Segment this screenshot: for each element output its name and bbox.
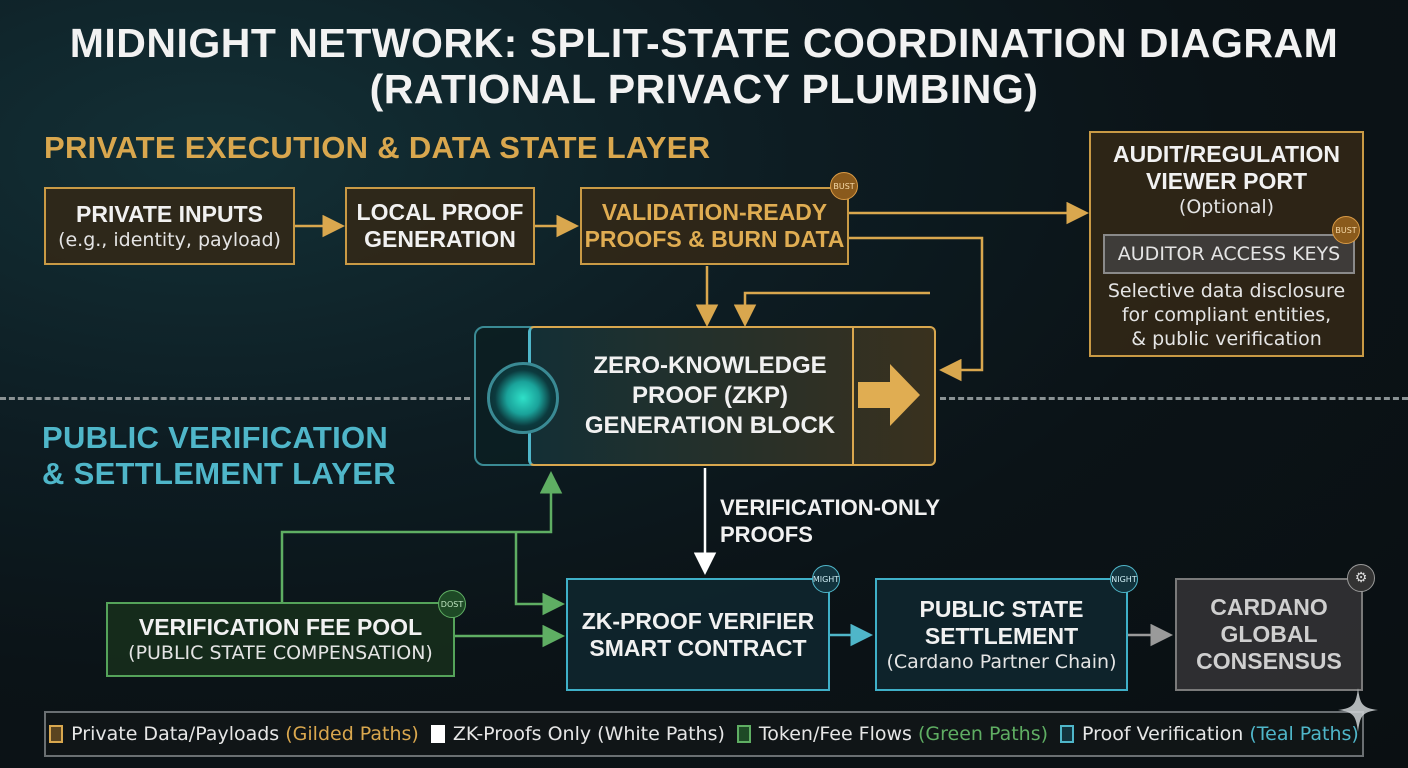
legend-item-token: Token/Fee Flows (Green Paths) bbox=[736, 723, 1049, 745]
layer-divider-left bbox=[0, 397, 470, 400]
zkp-core-icon bbox=[487, 362, 559, 434]
settlement-badge: NIGHT bbox=[1110, 565, 1138, 593]
verification-only-label: VERIFICATION-ONLY PROOFS bbox=[720, 494, 940, 548]
legend-swatch-green bbox=[736, 725, 751, 743]
sparkle-icon bbox=[1338, 688, 1378, 732]
legend-label-token: Token/Fee Flows bbox=[758, 723, 912, 745]
fee-pool-node: VERIFICATION FEE POOL (PUBLIC STATE COMP… bbox=[106, 602, 455, 677]
zkp-output-arrow-icon bbox=[858, 364, 920, 426]
fee-pool-title: VERIFICATION FEE POOL bbox=[138, 614, 423, 640]
legend-item-verification: Proof Verification (Teal Paths) bbox=[1060, 723, 1359, 745]
validation-badge: BUST bbox=[830, 172, 858, 200]
verifier-badge: MIGHT bbox=[812, 565, 840, 593]
settlement-line-2: SETTLEMENT bbox=[924, 622, 1079, 649]
edge-validation-to-zkp-side bbox=[849, 236, 984, 382]
verification-only-line-1: VERIFICATION-ONLY bbox=[720, 495, 941, 520]
fee-pool-sub: (PUBLIC STATE COMPENSATION) bbox=[128, 642, 433, 664]
settlement-node: PUBLIC STATE SETTLEMENT (Cardano Partner… bbox=[875, 578, 1128, 691]
cardano-gear-icon: ⚙ bbox=[1347, 564, 1375, 592]
cardano-line-1: CARDANO bbox=[1210, 594, 1328, 620]
private-inputs-title: PRIVATE INPUTS bbox=[76, 200, 263, 227]
zkp-line-2: PROOF (ZKP) bbox=[632, 382, 788, 409]
legend-item-zk: ZK-Proofs Only (White Paths) bbox=[430, 723, 725, 745]
audit-optional: (Optional) bbox=[1178, 196, 1275, 218]
zkp-block-divider bbox=[852, 328, 854, 464]
local-proof-line-2: GENERATION bbox=[364, 226, 516, 252]
audit-line-2: VIEWER PORT bbox=[1145, 168, 1307, 194]
auditor-keys-box: AUDITOR ACCESS KEYS bbox=[1103, 234, 1355, 274]
title-line-2: (RATIONAL PRIVACY PLUMBING) bbox=[369, 66, 1039, 112]
audit-line-1: AUDIT/REGULATION bbox=[1112, 141, 1340, 167]
legend-swatch-white bbox=[430, 725, 445, 743]
legend-paren-token: (Green Paths) bbox=[918, 723, 1049, 745]
audit-desc-3: & public verification bbox=[1131, 328, 1322, 350]
verifier-node: ZK-PROOF VERIFIER SMART CONTRACT bbox=[566, 578, 830, 691]
zkp-line-1: ZERO-KNOWLEDGE bbox=[593, 352, 827, 379]
cardano-line-2: GLOBAL bbox=[1220, 621, 1318, 647]
public-layer-label-line-1: PUBLIC VERIFICATION bbox=[42, 420, 389, 455]
zkp-line-3: GENERATION BLOCK bbox=[584, 412, 836, 439]
cardano-line-3: CONSENSUS bbox=[1196, 648, 1342, 674]
edge-fee-to-verifier-a bbox=[514, 532, 565, 616]
legend-paren-private: (Gilded Paths) bbox=[285, 723, 419, 745]
legend-item-private: Private Data/Payloads (Gilded Paths) bbox=[49, 723, 419, 745]
private-inputs-sub: (e.g., identity, payload) bbox=[58, 228, 281, 251]
local-proof-node: LOCAL PROOF GENERATION bbox=[345, 187, 535, 265]
public-layer-label-line-2: & SETTLEMENT LAYER bbox=[42, 456, 396, 491]
audit-viewer-node: AUDIT/REGULATION VIEWER PORT (Optional) … bbox=[1089, 131, 1364, 357]
legend-label-zk: ZK-Proofs Only bbox=[452, 723, 592, 745]
verification-only-line-2: PROOFS bbox=[720, 522, 813, 547]
private-layer-label: PRIVATE EXECUTION & DATA STATE LAYER bbox=[44, 130, 711, 165]
verifier-line-2: SMART CONTRACT bbox=[589, 634, 807, 661]
legend-label-verification: Proof Verification bbox=[1082, 723, 1244, 745]
legend-paren-zk: (White Paths) bbox=[597, 723, 725, 745]
local-proof-line-1: LOCAL PROOF bbox=[356, 199, 524, 225]
edge-validation-to-zkp-b bbox=[733, 291, 930, 327]
legend-swatch-teal bbox=[1060, 725, 1075, 743]
verifier-line-1: ZK-PROOF VERIFIER bbox=[581, 607, 815, 634]
validation-ready-line-1: VALIDATION-READY bbox=[601, 199, 828, 225]
title-line-1: MIDNIGHT NETWORK: SPLIT-STATE COORDINATI… bbox=[69, 20, 1339, 66]
public-layer-label: PUBLIC VERIFICATION & SETTLEMENT LAYER bbox=[42, 420, 396, 492]
legend: Private Data/Payloads (Gilded Paths) ZK-… bbox=[44, 711, 1364, 757]
audit-desc-2: for compliant entities, bbox=[1121, 304, 1332, 326]
legend-paren-verification: (Teal Paths) bbox=[1249, 723, 1359, 745]
auditor-keys-label: AUDITOR ACCESS KEYS bbox=[1117, 243, 1341, 265]
validation-ready-node: VALIDATION-READY PROOFS & BURN DATA bbox=[580, 187, 849, 265]
cardano-node: CARDANO GLOBAL CONSENSUS bbox=[1175, 578, 1363, 691]
zkp-block-label: ZERO-KNOWLEDGE PROOF (ZKP) GENERATION BL… bbox=[560, 346, 860, 446]
edge-fee-to-zkp bbox=[280, 471, 563, 602]
legend-swatch-gold bbox=[49, 725, 64, 743]
audit-desc-1: Selective data disclosure bbox=[1107, 280, 1346, 302]
legend-label-private: Private Data/Payloads bbox=[71, 723, 280, 745]
settlement-line-1: PUBLIC STATE bbox=[919, 595, 1084, 622]
fee-pool-badge: DOST bbox=[438, 590, 466, 618]
settlement-sub: (Cardano Partner Chain) bbox=[886, 650, 1117, 673]
diagram-title: MIDNIGHT NETWORK: SPLIT-STATE COORDINATI… bbox=[0, 20, 1408, 112]
private-inputs-node: PRIVATE INPUTS (e.g., identity, payload) bbox=[44, 187, 295, 265]
validation-ready-line-2: PROOFS & BURN DATA bbox=[584, 226, 845, 252]
auditor-keys-badge: BUST bbox=[1332, 216, 1360, 244]
layer-divider-right bbox=[940, 397, 1408, 400]
